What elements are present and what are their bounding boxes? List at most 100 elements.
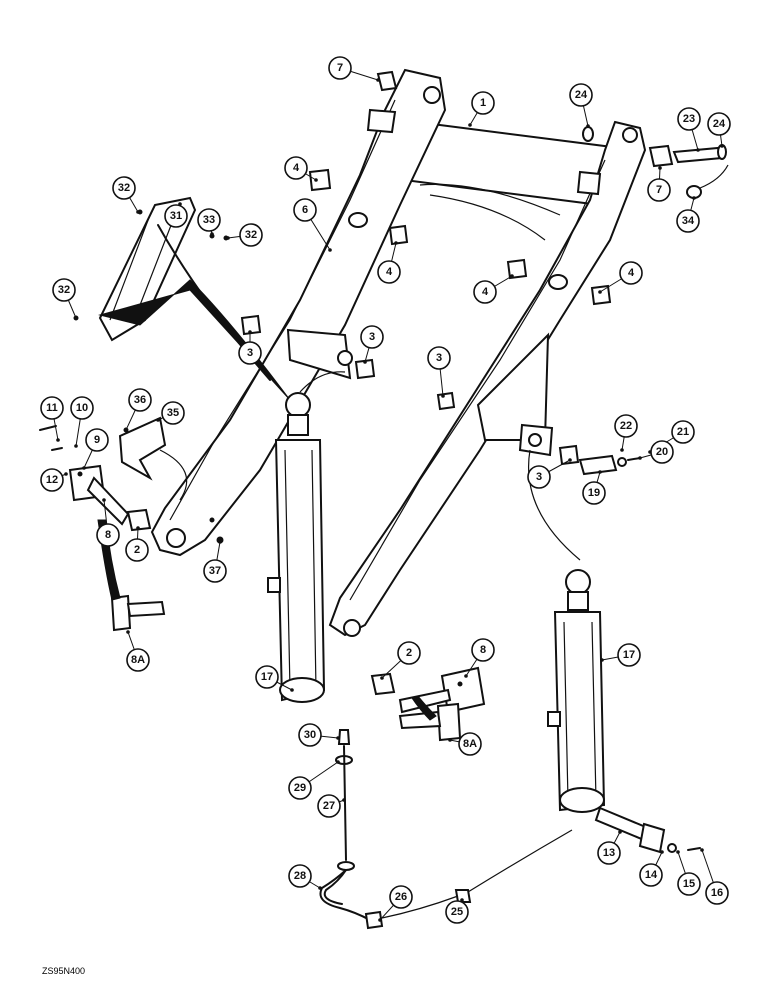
callout-8A: 8A xyxy=(458,732,482,756)
callout-36: 36 xyxy=(128,388,152,412)
left-lift-arm xyxy=(150,68,447,557)
callout-leader-tip xyxy=(638,456,642,460)
callout-number: 32 xyxy=(58,284,70,296)
callout-leader-tip xyxy=(620,448,624,452)
callout-9: 9 xyxy=(85,428,109,452)
callout-number: 21 xyxy=(677,426,689,438)
callout-29: 29 xyxy=(288,776,312,800)
callout-17: 17 xyxy=(617,643,641,667)
callout-bubble xyxy=(471,91,495,115)
callout-30: 30 xyxy=(298,723,322,747)
callout-bubble xyxy=(676,209,700,233)
callout-bubble xyxy=(328,56,352,80)
callout-bubble xyxy=(617,643,641,667)
callout-number: 8 xyxy=(480,644,486,656)
callout-leader-tip xyxy=(676,850,680,854)
callout-bubble xyxy=(126,648,150,672)
callout-leader-tip xyxy=(600,658,604,662)
callout-number: 33 xyxy=(203,214,215,226)
callout-leader-tip xyxy=(448,738,452,742)
callout-bubble xyxy=(203,559,227,583)
callout-leader-tip xyxy=(460,898,464,902)
callout-leader-tip xyxy=(363,360,367,364)
callout-23: 23 xyxy=(677,107,701,131)
callout-leader-tip xyxy=(342,798,346,802)
callout-bubble xyxy=(397,641,421,665)
callout-number: 3 xyxy=(369,331,375,343)
callout-16: 16 xyxy=(705,881,729,905)
callout-leader-tip xyxy=(441,394,445,398)
callout-leader-tip xyxy=(618,830,622,834)
callout-bubble xyxy=(647,178,671,202)
callout-leader-tip xyxy=(102,498,106,502)
callout-leader-tip xyxy=(464,674,468,678)
callout-leader-tip xyxy=(376,78,380,82)
callout-number: 17 xyxy=(261,671,273,683)
callout-leader-tip xyxy=(156,418,160,422)
callout-number: 7 xyxy=(656,184,662,196)
callout-bubble xyxy=(705,881,729,905)
bushings xyxy=(126,70,674,696)
callout-number: 30 xyxy=(304,729,316,741)
callout-bubble xyxy=(288,776,312,800)
callout-leader-tip xyxy=(328,248,332,252)
callout-bubble xyxy=(619,261,643,285)
callout-number: 36 xyxy=(134,394,146,406)
callout-leader-tip xyxy=(720,144,724,148)
callout-12: 12 xyxy=(40,468,64,492)
callout-bubble xyxy=(458,732,482,756)
callout-bubble xyxy=(445,900,469,924)
callout-bubble xyxy=(360,325,384,349)
callout-4: 4 xyxy=(473,280,497,304)
right-lift-cylinder xyxy=(547,569,606,813)
clip-chain xyxy=(159,449,188,501)
callout-leader-tip xyxy=(318,886,322,890)
callout-7: 7 xyxy=(328,56,352,80)
callout-leader-tip xyxy=(248,330,252,334)
callout-11: 11 xyxy=(40,396,64,420)
callout-bubble xyxy=(96,523,120,547)
callout-leader-tip xyxy=(598,470,602,474)
callout-number: 7 xyxy=(337,62,343,74)
callout-number: 16 xyxy=(711,887,723,899)
callout-number: 32 xyxy=(118,182,130,194)
callout-number: 11 xyxy=(46,402,58,414)
callout-4: 4 xyxy=(619,261,643,285)
callout-number: 8A xyxy=(463,738,477,750)
callout-leader-tip xyxy=(598,290,602,294)
callout-28: 28 xyxy=(288,864,312,888)
callout-leader-tip xyxy=(64,472,68,476)
callout-24: 24 xyxy=(569,83,593,107)
callout-bubble xyxy=(239,223,263,247)
callout-8A: 8A xyxy=(126,648,150,672)
callout-leader-tip xyxy=(692,196,696,200)
callout-leader-tip xyxy=(290,688,294,692)
callout-bubble xyxy=(164,204,188,228)
callout-8: 8 xyxy=(471,638,495,662)
right-lift-arm xyxy=(328,120,647,637)
callout-bubble xyxy=(427,346,451,370)
callout-leader-tip xyxy=(468,123,472,127)
callout-number: 14 xyxy=(645,869,658,881)
callout-leader-tip xyxy=(210,232,214,236)
callout-number: 4 xyxy=(386,266,393,278)
callout-bubble xyxy=(70,396,94,420)
pin-8a-left xyxy=(110,594,166,632)
callout-bubble xyxy=(677,872,701,896)
pin-19 xyxy=(578,454,641,476)
callout-number: 27 xyxy=(323,800,335,812)
callout-number: 28 xyxy=(294,870,306,882)
callout-number: 24 xyxy=(713,118,726,130)
callout-bubble xyxy=(527,465,551,489)
callout-32: 32 xyxy=(52,278,76,302)
callout-leader-tip xyxy=(378,918,382,922)
callout-leader-tip xyxy=(314,178,318,182)
callout-3: 3 xyxy=(360,325,384,349)
callout-27: 27 xyxy=(317,794,341,818)
callout-bubble xyxy=(569,83,593,107)
hose-right xyxy=(528,449,581,561)
callout-2: 2 xyxy=(125,538,149,562)
rivet xyxy=(209,517,215,523)
callout-37: 37 xyxy=(203,559,227,583)
